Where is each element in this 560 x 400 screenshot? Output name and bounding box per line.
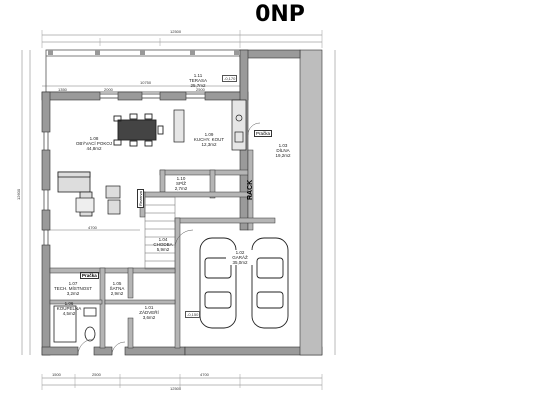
garage-cars bbox=[199, 237, 289, 329]
dimension-lines bbox=[21, 30, 336, 390]
dim-terasa-span: 10750 bbox=[140, 80, 152, 85]
door-swings bbox=[77, 122, 261, 356]
dim-top-a: 1350 bbox=[58, 87, 67, 92]
dining-table bbox=[113, 113, 164, 147]
exterior-walls bbox=[41, 49, 323, 356]
coffee-table bbox=[75, 197, 95, 213]
terrace-columns bbox=[48, 50, 239, 55]
plan-title: 0NP bbox=[255, 2, 305, 27]
dim-left-total: 12600 bbox=[16, 188, 21, 200]
armchair bbox=[105, 185, 121, 215]
dim-bottom-total: 12500 bbox=[170, 386, 182, 391]
kitchen-counter bbox=[173, 99, 247, 151]
dim-bottom-a: 1500 bbox=[52, 372, 61, 377]
dim-top-total: 12500 bbox=[170, 29, 182, 34]
pracka-label-tech: Pračka bbox=[80, 272, 99, 279]
bathroom-fixtures bbox=[53, 305, 97, 343]
interior-walls bbox=[49, 149, 276, 349]
dim-mid-a: 4700 bbox=[88, 225, 97, 230]
dim-top-b: 2000 bbox=[104, 87, 113, 92]
level-mark-a: -0,170 bbox=[222, 75, 238, 82]
dim-bottom-b: 2500 bbox=[92, 372, 101, 377]
pracka-label-kitchen: Pračka bbox=[254, 130, 273, 137]
rack-label: RACK bbox=[247, 179, 254, 200]
windows bbox=[43, 93, 205, 245]
dim-bottom-c: 4700 bbox=[200, 372, 209, 377]
rezerva-label: Rezerva bbox=[137, 189, 144, 208]
level-mark-b: -0,150 bbox=[185, 311, 201, 318]
dim-top-c: 2500 bbox=[196, 87, 205, 92]
stairs bbox=[144, 196, 176, 270]
